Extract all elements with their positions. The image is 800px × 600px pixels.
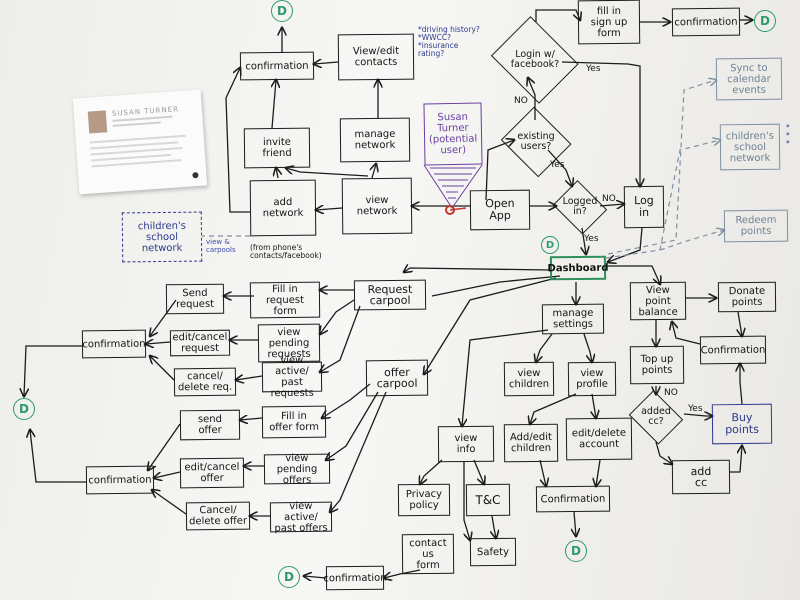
terminal-d-left: D: [13, 398, 35, 420]
confirmation-bottom-node: confirmation: [323, 565, 387, 591]
terminal-d-settings: D: [565, 540, 587, 562]
edit-cancel-offer-node: edit/cancel offer: [179, 457, 245, 489]
sync-calendar-node: Sync to calendar events: [715, 57, 783, 101]
existing-users-decision: existing users?: [500, 110, 572, 174]
redeem-points-node: Redeem points: [723, 209, 789, 243]
terminal-d-bottom: D: [278, 566, 300, 588]
yes-existing-users-label: Yes: [550, 160, 565, 170]
log-in-node: Log in: [623, 185, 665, 229]
cancel-delete-request-node: cancel/ delete req.: [173, 367, 237, 397]
offer-carpool-node: offer carpool: [365, 359, 429, 397]
view-network-node: view network: [341, 177, 413, 235]
no-logged-in-label: NO: [602, 194, 616, 204]
request-carpool-node: Request carpool: [353, 279, 427, 311]
add-edit-children-node: Add/edit children: [503, 423, 559, 463]
login-facebook-decision: Login w/ facebook?: [488, 22, 582, 98]
confirmation-points-node: Confirmation: [699, 335, 767, 365]
no-login-facebook-label: NO: [514, 96, 528, 106]
fill-request-form-node: Fill in request form: [249, 281, 321, 319]
view-children-node: view children: [503, 361, 555, 397]
confirmation-signup-node: confirmation: [671, 7, 741, 37]
logged-in-label: Logged in?: [562, 195, 598, 217]
yes-logged-in-label: Yes: [584, 234, 599, 244]
view-edit-contacts-node: View/edit contacts: [337, 33, 415, 81]
view-pending-offers-node: view pending offers: [263, 452, 331, 486]
dashboard-node: Dashboard: [547, 255, 609, 281]
view-carpools-label: view & carpools: [206, 238, 236, 254]
terminal-d-signup: D: [754, 10, 776, 32]
buy-points-node: Buy points: [711, 403, 773, 445]
confirmation-request-node: confirmation: [81, 329, 147, 359]
from-phone-contacts-label: (from phone's contacts/facebook): [250, 243, 322, 260]
contact-us-form-node: contact us form: [401, 533, 455, 575]
yes-added-cc-label: Yes: [688, 404, 703, 414]
existing-users-label: existing users?: [517, 130, 555, 152]
terminal-d-top: D: [271, 0, 293, 22]
confirmation-offer-node: confirmation: [85, 465, 155, 495]
send-request-node: Send request: [165, 283, 225, 315]
added-cc-label: added cc?: [641, 405, 671, 427]
childrens-school-network-right-node: children's school network: [719, 123, 781, 171]
safety-node: Safety: [469, 537, 517, 567]
confirmation-top-node: confirmation: [239, 51, 315, 81]
view-active-past-offers-node: view active/ past offers: [269, 500, 333, 534]
open-app-start-marker: [445, 205, 455, 215]
view-info-node: view info: [437, 425, 495, 463]
cancel-delete-offer-node: Cancel/ delete offer: [185, 501, 251, 531]
logged-in-decision: Logged in?: [552, 184, 608, 230]
no-added-cc-label: NO: [664, 388, 678, 398]
yes-login-facebook-label: Yes: [586, 64, 601, 74]
tc-node: T&C: [465, 483, 511, 517]
edit-delete-account-node: edit/delete account: [565, 417, 633, 461]
persona-susan-turner: Susan Turner (potential user): [423, 102, 483, 166]
add-cc-node: add cc: [671, 459, 731, 495]
send-offer-node: send offer: [179, 409, 241, 441]
view-profile-node: view profile: [567, 361, 617, 397]
privacy-policy-node: Privacy policy: [397, 483, 451, 517]
add-network-node: add network: [249, 179, 317, 237]
view-point-balance-node: View point balance: [629, 281, 687, 321]
login-facebook-label: Login w/ facebook?: [510, 48, 560, 70]
right-notes-annotation: * * *: [786, 123, 790, 148]
open-app-node: Open App: [469, 189, 531, 231]
contacts-notes-annotation: *driving history? *WWCC? *insurance rati…: [418, 25, 480, 58]
donate-points-node: Donate points: [717, 281, 777, 313]
edit-cancel-request-node: edit/cancel request: [169, 329, 231, 357]
added-cc-decision: added cc?: [628, 394, 684, 440]
manage-settings-node: manage settings: [541, 303, 605, 335]
fill-sign-up-form-node: fill in sign up form: [577, 0, 641, 45]
childrens-school-network-left-node: children's school network: [121, 211, 203, 263]
fill-offer-form-node: Fill in offer form: [261, 405, 327, 439]
terminal-d-dashboard: D: [541, 236, 559, 254]
confirmation-settings-node: Confirmation: [535, 485, 611, 513]
invite-friend-node: invite friend: [243, 127, 311, 169]
view-active-past-requests-node: view active/ past requests: [261, 355, 323, 399]
top-up-points-node: Top up points: [629, 345, 685, 385]
manage-network-node: manage network: [339, 117, 411, 163]
